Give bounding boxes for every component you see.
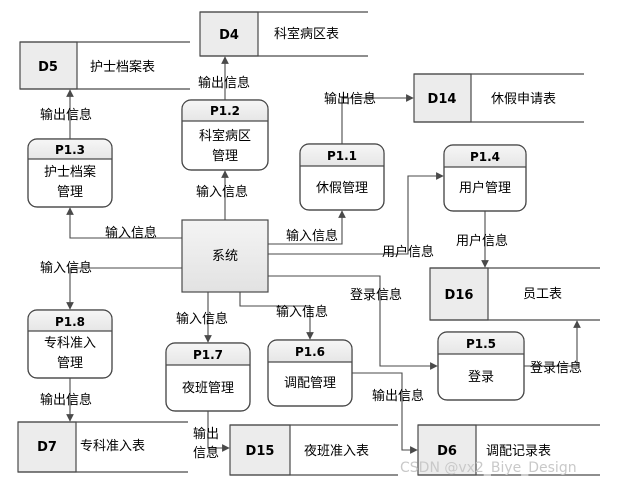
label-p1-8-d7: 输出信息: [40, 392, 92, 408]
label-p1-5-d16: 登录信息: [530, 360, 582, 376]
label-system-p1-4: 用户信息: [382, 244, 434, 260]
label-p1-7-d15-1: 输出: [193, 426, 219, 442]
flow-system-p1-3: [66, 207, 182, 239]
label-p1-4-d16: 用户信息: [456, 233, 508, 249]
store-d7-name: 专科准入表: [80, 439, 145, 454]
store-d7: D7 专科准入表: [17, 421, 188, 473]
flow-p1-6-d6: [352, 372, 418, 454]
watermark: CSDN @vx2_Biye_Design: [400, 460, 577, 476]
label-system-p1-8: 输入信息: [40, 260, 92, 276]
store-d6: D6 调配记录表: [417, 424, 600, 476]
store-d5: D5 护士档案表: [19, 41, 190, 90]
store-d15-id: D15: [246, 444, 275, 459]
process-p1-8-id: P1.8: [55, 315, 85, 329]
label-p1-3-d5: 输出信息: [40, 107, 92, 123]
process-p1-1: P1.1 休假管理: [299, 143, 385, 211]
label-system-p1-1: 输入信息: [286, 228, 338, 244]
process-p1-2: P1.2 科室病区 管理: [181, 99, 269, 171]
label-p1-7-d15-2: 信息: [193, 445, 219, 461]
store-d5-name: 护士档案表: [90, 60, 155, 75]
store-d7-id: D7: [37, 440, 57, 455]
store-d4-id: D4: [219, 28, 239, 43]
process-p1-2-id: P1.2: [210, 104, 240, 118]
store-d4: D4 科室病区表: [199, 11, 368, 57]
store-d14-name: 休假申请表: [491, 92, 556, 107]
process-p1-8-name-1: 专科准入: [44, 336, 96, 351]
label-p1-2-d4: 输出信息: [198, 75, 250, 91]
label-p1-6-d6: 输出信息: [372, 388, 424, 404]
label-system-p1-2: 输入信息: [196, 184, 248, 200]
process-p1-4-id: P1.4: [470, 150, 500, 164]
label-system-p1-5: 登录信息: [350, 287, 402, 303]
flow-system-p1-6: [239, 292, 314, 340]
flow-p1-1-d14: [341, 94, 414, 144]
process-p1-7-name: 夜班管理: [182, 381, 234, 396]
process-p1-3: P1.3 护士档案 管理: [27, 138, 113, 208]
flow-system-p1-8: [66, 267, 182, 310]
process-p1-1-name: 休假管理: [316, 181, 368, 196]
label-p1-1-d14: 输出信息: [324, 91, 376, 107]
label-system-p1-3: 输入信息: [105, 225, 157, 241]
process-p1-6: P1.6 调配管理: [267, 339, 353, 407]
label-system-p1-6: 输入信息: [276, 304, 328, 320]
process-p1-3-name-2: 管理: [57, 185, 83, 200]
process-p1-2-name-2: 管理: [212, 149, 238, 164]
process-p1-6-id: P1.6: [295, 345, 325, 359]
process-p1-2-name-1: 科室病区: [199, 128, 251, 144]
store-d6-name: 调配记录表: [486, 444, 551, 459]
flow-p1-5-d16: [524, 320, 581, 367]
store-d14-id: D14: [428, 92, 457, 107]
process-p1-7: P1.7 夜班管理: [165, 342, 251, 412]
process-p1-8: P1.8 专科准入 管理: [27, 309, 113, 379]
store-d16-name: 员工表: [523, 287, 562, 302]
process-p1-3-name-1: 护士档案: [44, 165, 96, 180]
process-p1-8-name-2: 管理: [57, 356, 83, 371]
process-p1-4-name: 用户管理: [459, 180, 511, 196]
flow-p1-7-d15: [207, 411, 230, 452]
store-d5-id: D5: [38, 60, 58, 75]
store-d15: D15 夜班准入表: [229, 424, 398, 476]
store-d15-name: 夜班准入表: [304, 444, 369, 459]
process-p1-5-id: P1.5: [466, 337, 496, 351]
store-d4-name: 科室病区表: [274, 26, 339, 42]
process-p1-1-id: P1.1: [327, 149, 357, 163]
process-p1-5-name: 登录: [468, 370, 494, 385]
store-d16: D16 员工表: [429, 267, 600, 321]
store-d16-id: D16: [445, 288, 474, 303]
store-d6-id: D6: [437, 444, 457, 459]
process-p1-7-id: P1.7: [193, 348, 223, 362]
process-p1-3-id: P1.3: [55, 143, 85, 157]
process-p1-4: P1.4 用户管理: [443, 144, 527, 212]
system-box: 系统: [181, 219, 269, 293]
label-system-p1-7: 输入信息: [176, 311, 228, 327]
flow-system-p1-5: [268, 275, 438, 370]
process-p1-6-name: 调配管理: [284, 376, 336, 391]
system-label: 系统: [212, 249, 238, 264]
process-p1-5: P1.5 登录: [437, 331, 525, 401]
flow-system-p1-1: [268, 210, 346, 245]
store-d14: D14 休假申请表: [413, 73, 584, 123]
flow-system-p1-4: [268, 172, 444, 255]
